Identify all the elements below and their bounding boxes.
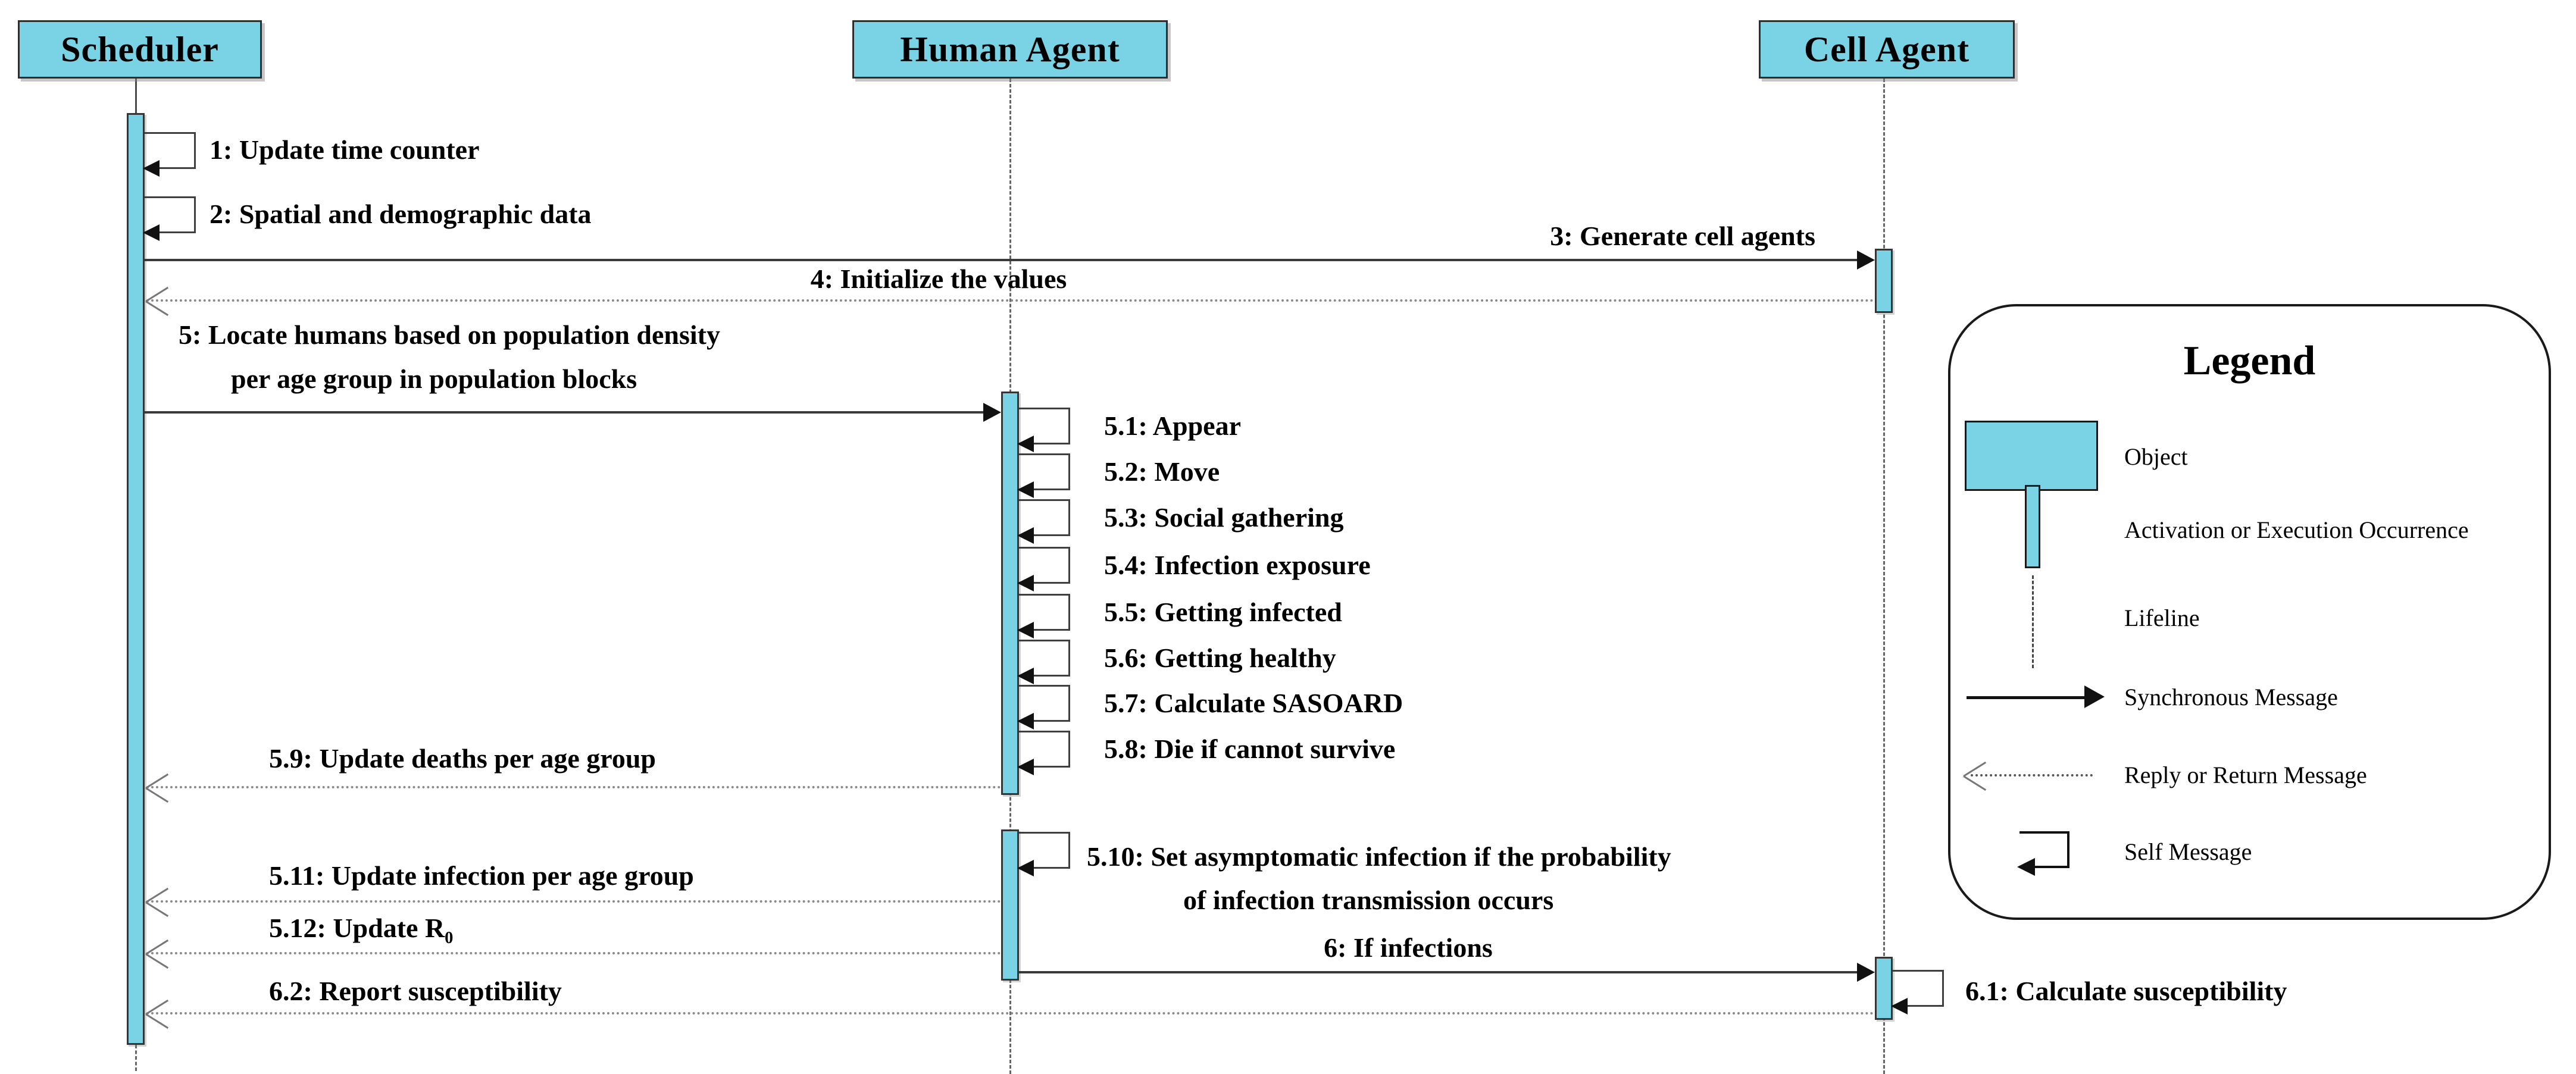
self-message-5-2-icon	[1017, 453, 1070, 498]
message-5-12-open-arrowhead	[146, 940, 171, 966]
cell-activation-bar-1	[1875, 249, 1893, 313]
message-5-1-label: 5.1: Appear	[1104, 411, 1241, 441]
message-3-arrowhead	[1857, 251, 1875, 270]
synchronous-arrowhead-icon	[2084, 685, 2105, 708]
message-5-7-label: 5.7: Calculate SASOARD	[1104, 688, 1403, 718]
cell-activation-bar-2	[1875, 957, 1893, 1020]
message-4-label: 4: Initialize the values	[810, 264, 1067, 294]
message-6-label: 6: If infections	[1324, 932, 1493, 963]
legend-item-synchronous: Synchronous Message	[2124, 684, 2338, 710]
return-message-icon	[1971, 774, 2093, 776]
message-5-2-label: 5.2: Move	[1104, 456, 1220, 487]
legend-title: Legend	[2183, 338, 2316, 384]
self-arrow-icon	[1017, 668, 1034, 684]
self-arrow-icon	[1017, 436, 1034, 452]
self-message-2-icon	[143, 196, 196, 241]
actor-box-scheduler: Scheduler	[18, 20, 262, 79]
human-activation-bar-1	[1001, 392, 1019, 795]
self-message-1-icon	[143, 132, 196, 177]
message-3-label: 3: Generate cell agents	[1550, 221, 1815, 251]
message-6-arrowhead	[1857, 963, 1875, 982]
self-message-5-5-icon	[1017, 594, 1070, 638]
legend-item-return: Reply or Return Message	[2124, 762, 2367, 788]
message-5-label-line1: 5: Locate humans based on population den…	[179, 320, 720, 350]
self-message-5-6-icon	[1017, 640, 1070, 684]
self-arrow-icon	[1017, 575, 1034, 591]
message-2-label: 2: Spatial and demographic data	[210, 199, 592, 229]
message-5-12-label: 5.12: Update R0	[269, 913, 453, 948]
scheduler-lifeline-stub	[135, 79, 137, 113]
self-message-5-1-icon	[1017, 408, 1070, 452]
self-message-5-8-icon	[1017, 731, 1070, 775]
message-6-2-open-arrowhead	[146, 1000, 171, 1026]
message-6-line	[1019, 971, 1859, 973]
actor-label-human-agent: Human Agent	[900, 29, 1120, 69]
human-activation-bar-2	[1001, 829, 1019, 981]
self-message-5-4-icon	[1017, 547, 1070, 591]
message-5-10-label-line1: 5.10: Set asymptomatic infection if the …	[1087, 841, 1671, 872]
message-5-label-line2: per age group in population blocks	[231, 364, 637, 394]
self-message-5-10-icon	[1017, 832, 1070, 876]
message-5-11-open-arrowhead	[146, 888, 171, 915]
message-5-6-label: 5.6: Getting healthy	[1104, 643, 1336, 673]
message-5-12-text: 5.12: Update R	[269, 913, 445, 943]
message-5-12-subscript: 0	[445, 929, 454, 948]
self-arrow-icon	[143, 224, 160, 241]
legend-item-activation: Activation or Execution Occurrence	[2124, 516, 2469, 543]
legend-item-lifeline: Lifeline	[2124, 605, 2200, 631]
message-4-line	[146, 299, 1875, 302]
self-arrow-icon	[1017, 759, 1034, 775]
message-6-2-line	[146, 1012, 1875, 1014]
message-5-5-label: 5.5: Getting infected	[1104, 597, 1342, 627]
message-5-9-label: 5.9: Update deaths per age group	[269, 743, 656, 774]
object-icon	[1965, 421, 2098, 491]
message-5-arrowhead	[983, 403, 1001, 422]
message-5-4-label: 5.4: Infection exposure	[1104, 550, 1371, 580]
self-message-5-3-icon	[1017, 499, 1070, 544]
message-5-10-label-line2: of infection transmission occurs	[1183, 885, 1554, 915]
message-5-line	[145, 411, 984, 414]
message-4-open-arrowhead	[146, 287, 171, 314]
scheduler-activation-bar	[127, 113, 145, 1045]
message-5-9-open-arrowhead	[146, 774, 171, 800]
message-5-9-line	[146, 786, 1001, 788]
self-arrow-icon	[1891, 998, 1908, 1014]
lifeline-icon	[2032, 575, 2034, 668]
message-5-11-label: 5.11: Update infection per age group	[269, 860, 694, 891]
synchronous-message-icon	[1967, 696, 2086, 699]
self-arrow-icon	[1017, 860, 1034, 876]
self-arrow-icon	[1017, 622, 1034, 638]
self-arrow-icon	[1017, 481, 1034, 498]
message-6-1-label: 6.1: Calculate susceptibility	[1965, 976, 2287, 1006]
legend-item-object: Object	[2124, 443, 2188, 470]
actor-box-human-agent: Human Agent	[852, 20, 1168, 79]
legend-panel: Legend Object Activation or Execution Oc…	[1948, 304, 2551, 920]
self-arrow-icon	[1017, 527, 1034, 544]
legend-item-self: Self Message	[2124, 838, 2252, 865]
cell-agent-lifeline	[1883, 79, 1885, 1074]
actor-box-cell-agent: Cell Agent	[1759, 20, 2015, 79]
self-arrow-icon	[2017, 858, 2035, 876]
message-5-8-label: 5.8: Die if cannot survive	[1104, 734, 1396, 764]
self-arrow-icon	[143, 160, 160, 177]
scheduler-lifeline-tail	[135, 1045, 137, 1071]
message-5-11-line	[146, 900, 1001, 903]
actor-label-cell-agent: Cell Agent	[1803, 29, 1970, 69]
self-message-icon	[2017, 831, 2069, 876]
self-message-6-1-icon	[1891, 970, 1944, 1014]
message-5-3-label: 5.3: Social gathering	[1104, 502, 1344, 533]
message-6-2-label: 6.2: Report susceptibility	[269, 976, 562, 1006]
self-message-5-7-icon	[1017, 685, 1070, 729]
return-arrowhead-icon	[1964, 762, 1989, 788]
message-3-line	[145, 259, 1859, 261]
message-5-12-line	[146, 952, 1001, 954]
self-arrow-icon	[1017, 713, 1034, 729]
actor-label-scheduler: Scheduler	[61, 29, 219, 69]
activation-bar-icon	[2025, 485, 2040, 568]
message-1-label: 1: Update time counter	[210, 134, 480, 165]
